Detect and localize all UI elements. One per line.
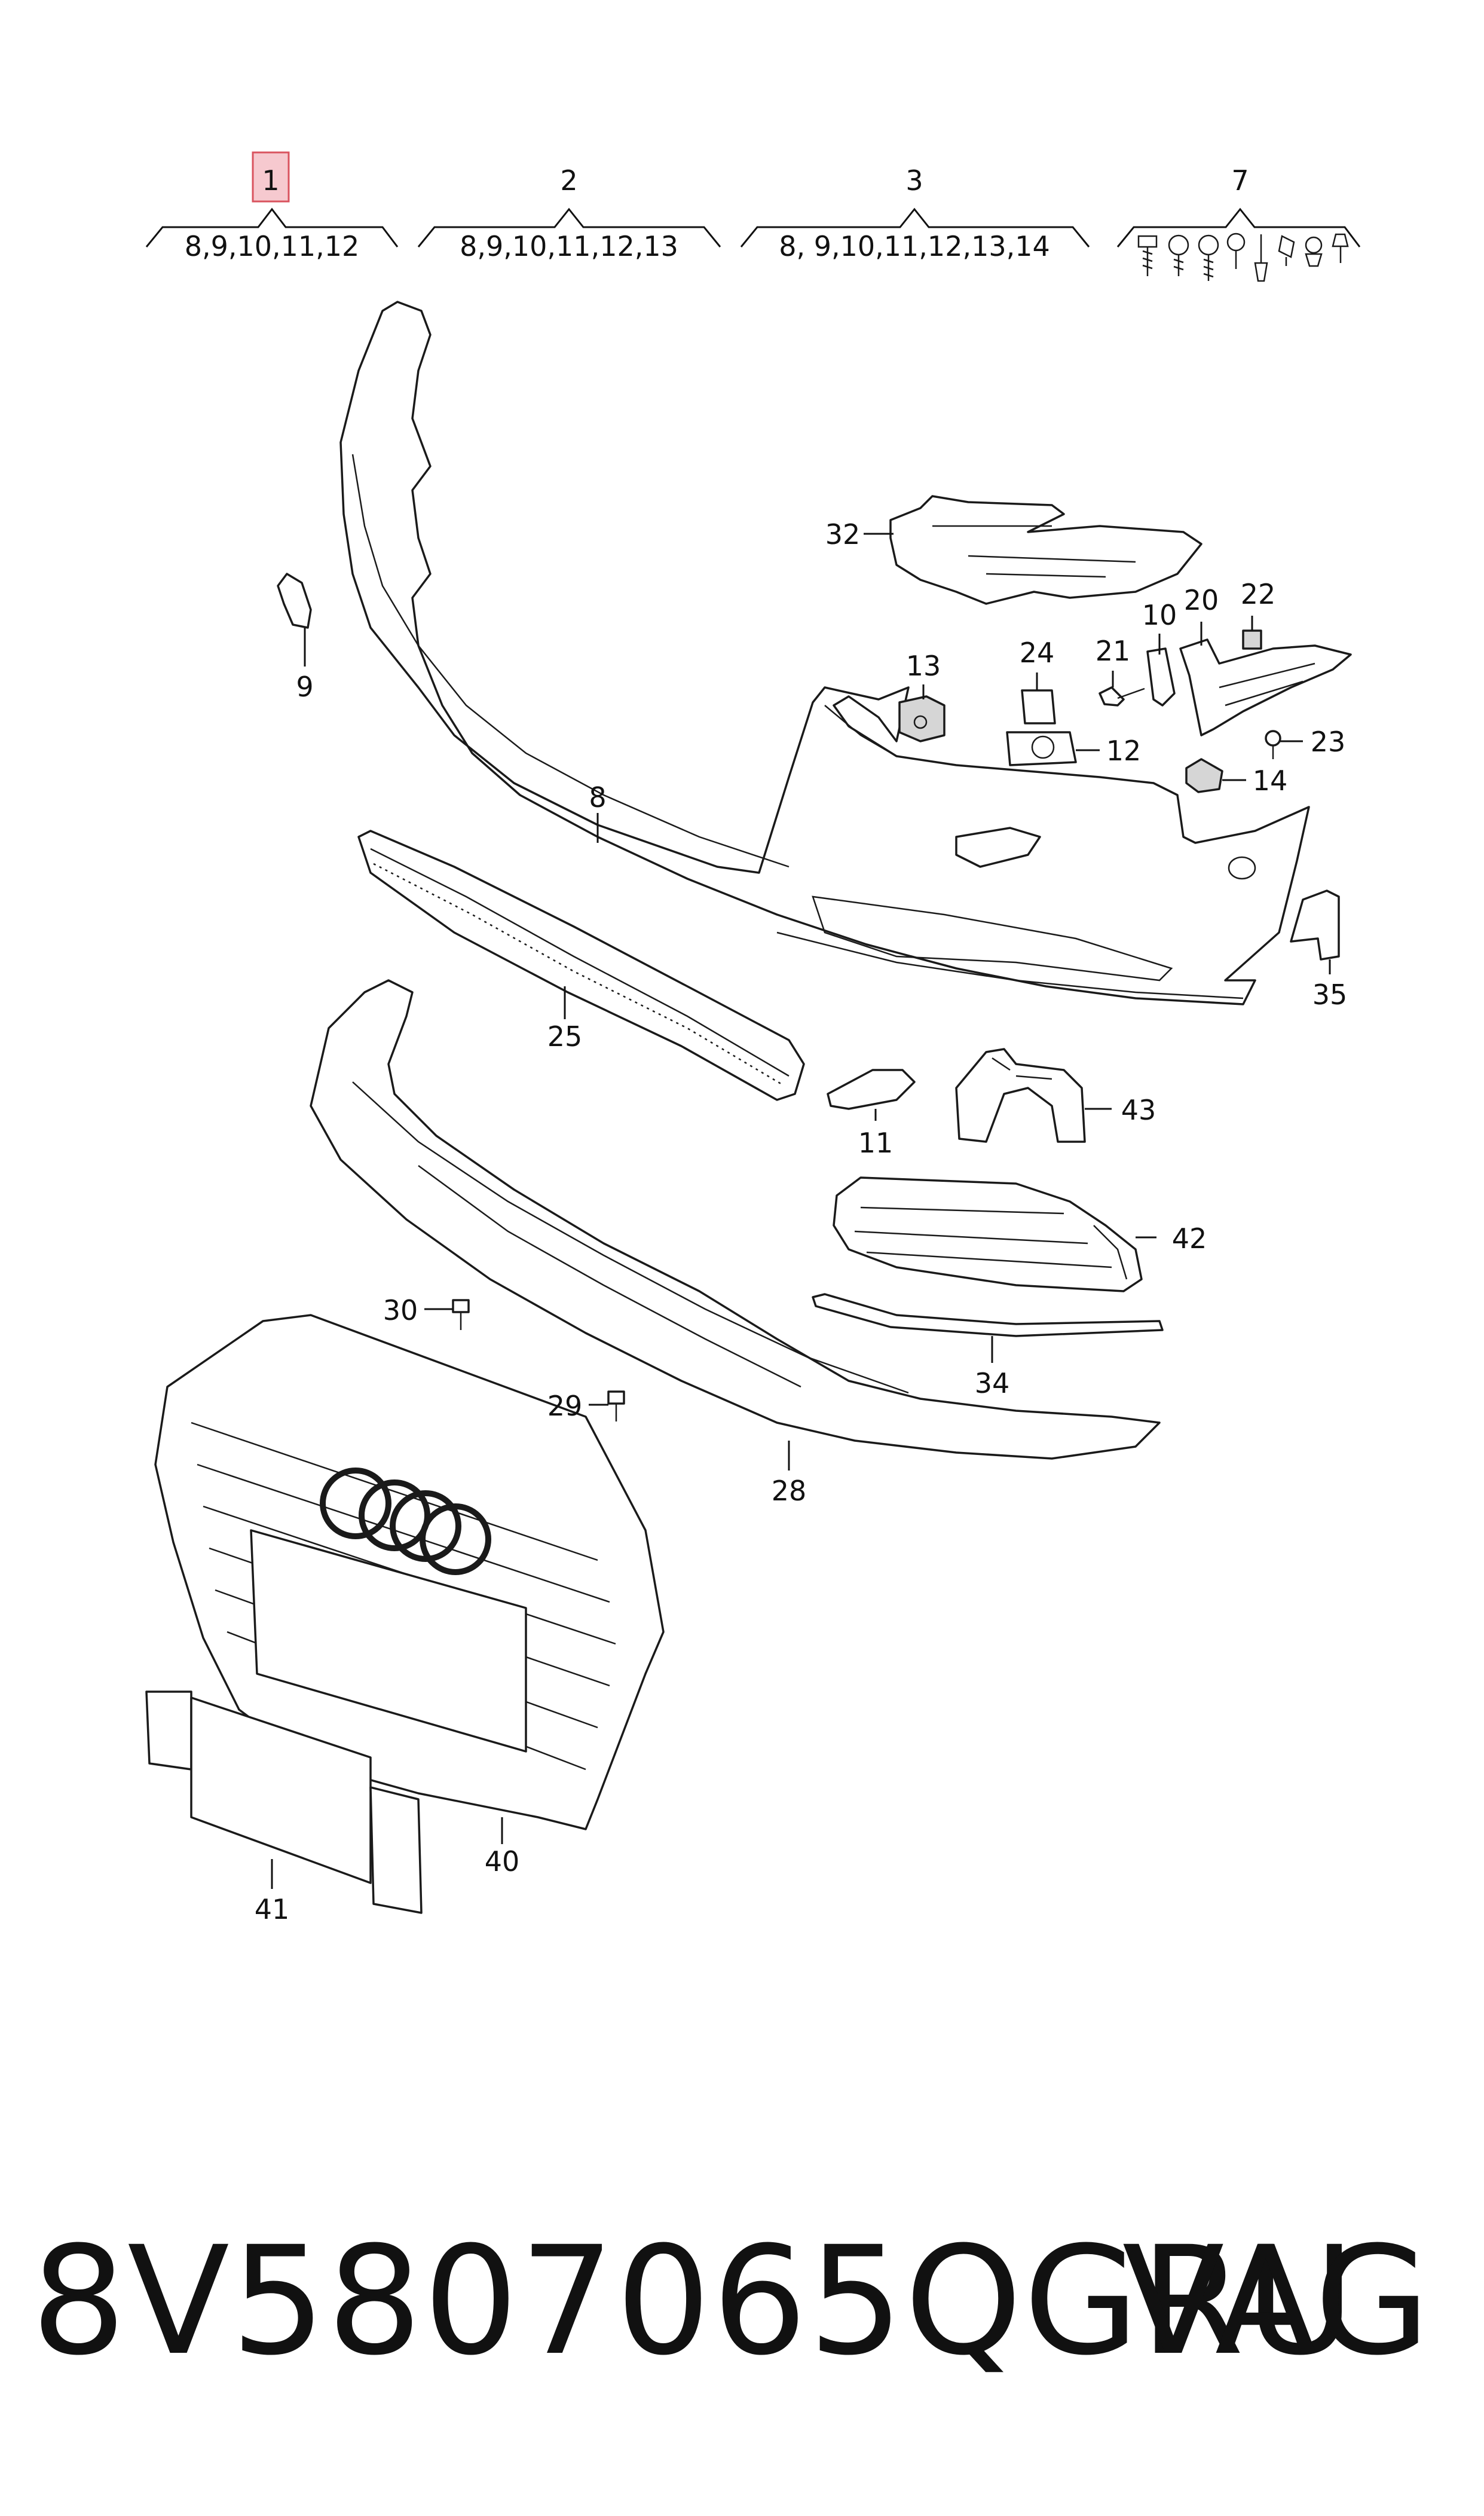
group-1-number: 1 <box>262 164 279 197</box>
callout-32[interactable]: 32 <box>825 518 894 551</box>
callout-8[interactable]: 8 <box>589 781 607 843</box>
svg-text:20: 20 <box>1184 584 1219 616</box>
clip-part-14[interactable] <box>1185 758 1223 793</box>
svg-text:11: 11 <box>858 1127 894 1159</box>
group-header-1[interactable]: 1 8,9,10,11,12 <box>145 151 399 262</box>
callout-43[interactable]: 43 <box>1085 1094 1156 1126</box>
radiator-grille-part-40[interactable] <box>154 1314 665 1830</box>
callout-13[interactable]: 13 <box>906 650 941 699</box>
callout-21[interactable]: 21 <box>1096 635 1131 687</box>
callout-40[interactable]: 40 <box>485 1817 520 1878</box>
bracket-part-9[interactable] <box>277 573 312 629</box>
group-3-number: 3 <box>905 164 923 197</box>
callout-23[interactable]: 23 <box>1280 726 1345 758</box>
svg-text:13: 13 <box>906 650 941 682</box>
footer: 8V5807065QGRU VAG <box>0 2200 1484 2403</box>
fog-grille-part-42[interactable] <box>833 1176 1143 1292</box>
sensor-bracket-part-12[interactable] <box>1006 731 1077 766</box>
svg-text:29: 29 <box>547 1390 583 1422</box>
svg-text:21: 21 <box>1096 635 1131 667</box>
clip-part-13[interactable] <box>898 695 946 742</box>
bumper-cover-body <box>339 301 1310 1005</box>
svg-text:43: 43 <box>1121 1094 1156 1126</box>
bumper-carrier-part-28[interactable] <box>310 979 1161 1460</box>
screw-part-21[interactable] <box>1099 686 1145 707</box>
svg-text:9: 9 <box>296 671 313 703</box>
group-2-includes: 8,9,10,11,12,13 <box>460 230 678 262</box>
group-header-2[interactable]: 2 8,9,10,11,12,13 <box>417 164 721 262</box>
svg-text:25: 25 <box>547 1020 583 1053</box>
svg-text:24: 24 <box>1020 637 1055 669</box>
svg-text:8: 8 <box>589 781 606 814</box>
bumper-cover-part-8[interactable] <box>339 301 1310 1005</box>
grille-plate-panel <box>250 1529 527 1753</box>
grille-strip-part-25[interactable] <box>357 830 805 1101</box>
svg-text:14: 14 <box>1253 765 1288 797</box>
air-duct-part-43[interactable] <box>955 1048 1086 1143</box>
svg-text:30: 30 <box>383 1294 418 1326</box>
footer-part-number: 8V5807065QGRU <box>31 2214 1356 2388</box>
trim-strip-part-34[interactable] <box>812 1293 1164 1337</box>
callout-30[interactable]: 30 <box>383 1294 453 1326</box>
callout-29[interactable]: 29 <box>547 1390 608 1422</box>
callout-34[interactable]: 34 <box>975 1336 1010 1399</box>
group-7-bracket <box>1116 207 1361 247</box>
screw-part-23[interactable] <box>1265 730 1281 759</box>
callout-28[interactable]: 28 <box>772 1441 807 1507</box>
bracket-part-10[interactable] <box>1146 647 1176 707</box>
group-2-number: 2 <box>560 164 577 197</box>
group-3-bracket <box>740 207 1090 247</box>
bumper-cover-lower-lip <box>776 931 1244 999</box>
callout-10[interactable]: 10 <box>1142 599 1177 655</box>
side-bracket-part-35[interactable] <box>1290 889 1340 961</box>
svg-text:41: 41 <box>255 1893 290 1925</box>
group-2-bracket <box>417 207 721 247</box>
callout-20[interactable]: 20 <box>1184 584 1219 646</box>
callout-42[interactable]: 42 <box>1136 1222 1207 1255</box>
group-1-includes: 8,9,10,11,12 <box>185 230 360 262</box>
callout-14[interactable]: 14 <box>1222 765 1287 797</box>
bumper-cover-fog-opening <box>812 895 1173 982</box>
group-header-3[interactable]: 3 8, 9,10,11,12,13,14 <box>740 164 1090 262</box>
washer-cap-part-11[interactable] <box>827 1069 916 1110</box>
callout-41[interactable]: 41 <box>255 1859 290 1925</box>
sensor-hole <box>1228 856 1256 880</box>
svg-text:34: 34 <box>975 1367 1010 1399</box>
svg-text:12: 12 <box>1106 735 1142 767</box>
fastener-set-icon <box>1137 233 1349 282</box>
screw-part-30[interactable] <box>452 1299 470 1330</box>
screw-part-29[interactable] <box>607 1390 625 1421</box>
group-1-bracket <box>145 207 399 247</box>
plate-bracket-part-41[interactable] <box>145 1690 423 1914</box>
group-header-7[interactable]: 7 <box>1116 164 1361 282</box>
footer-brand: VAG <box>1122 2214 1430 2388</box>
svg-text:32: 32 <box>825 518 861 551</box>
callout-12[interactable]: 12 <box>1076 735 1141 767</box>
svg-text:42: 42 <box>1172 1222 1207 1255</box>
callout-25[interactable]: 25 <box>547 986 583 1053</box>
group-1-highlight <box>252 151 290 203</box>
brand-rings-icon <box>320 1468 491 1575</box>
svg-text:35: 35 <box>1312 979 1348 1011</box>
callout-11[interactable]: 11 <box>858 1109 894 1159</box>
svg-text:10: 10 <box>1142 599 1177 631</box>
svg-text:23: 23 <box>1311 726 1346 758</box>
guide-bracket-part-20[interactable] <box>1179 638 1352 736</box>
group-3-includes: 8, 9,10,11,12,13,14 <box>779 230 1050 262</box>
callout-24[interactable]: 24 <box>1020 637 1055 690</box>
svg-text:28: 28 <box>772 1475 807 1507</box>
svg-text:22: 22 <box>1241 578 1276 610</box>
clip-part-22[interactable] <box>1242 629 1262 650</box>
holder-part-24[interactable] <box>1021 689 1056 724</box>
washer-cover-recess <box>955 827 1041 868</box>
callout-22[interactable]: 22 <box>1241 578 1276 631</box>
group-7-number: 7 <box>1231 164 1249 197</box>
svg-text:40: 40 <box>485 1845 520 1878</box>
callout-9[interactable]: 9 <box>296 628 314 703</box>
callout-35[interactable]: 35 <box>1312 959 1348 1011</box>
bumper-cover-rib <box>824 705 897 757</box>
side-guide-part-32[interactable] <box>889 495 1203 605</box>
bumper-cover-inner-edge <box>351 454 790 868</box>
